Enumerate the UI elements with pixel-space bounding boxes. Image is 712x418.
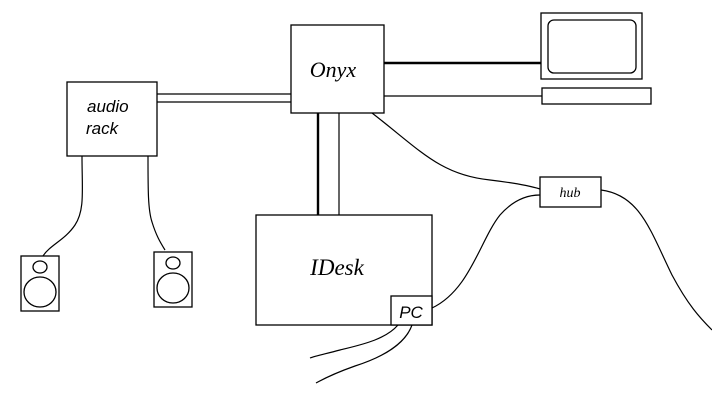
pc-cable-2 <box>315 324 413 384</box>
audio-rack-label-line2: rack <box>86 119 120 138</box>
keyboard-icon <box>541 87 652 105</box>
rack-left-speaker-cable <box>42 155 84 257</box>
pc-cable-1 <box>309 324 399 359</box>
audio-rack-node: audio rack <box>66 81 158 157</box>
onyx-node: Onyx <box>290 24 385 114</box>
pc-hub-cable <box>431 194 541 309</box>
pc-node: PC <box>390 295 433 326</box>
pc-label: PC <box>399 303 423 322</box>
monitor-icon <box>540 12 643 80</box>
onyx-label: Onyx <box>310 57 357 82</box>
onyx-hub-cable <box>371 112 541 190</box>
hub-label: hub <box>560 186 581 201</box>
idesk-label: IDesk <box>309 255 364 280</box>
onyx-idesk-cable <box>316 113 340 215</box>
speaker-right-icon <box>153 251 193 308</box>
hub-uplink-cable <box>600 189 712 331</box>
speaker-left-icon <box>20 255 60 312</box>
audio-rack-label-line1: audio <box>87 97 129 116</box>
audio-onyx-cable <box>157 93 291 103</box>
hub-node: hub <box>539 176 602 208</box>
rack-right-speaker-cable <box>147 155 166 251</box>
